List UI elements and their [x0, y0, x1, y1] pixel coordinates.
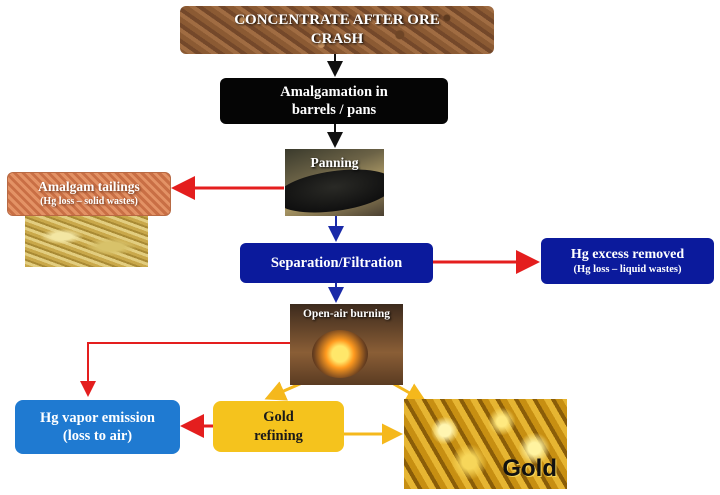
concentrate-line2: CRASH [310, 31, 364, 47]
vapor-line2: (loss to air) [62, 428, 133, 444]
arrow-burning-to-vapor [80, 342, 290, 397]
vapor-box: Hg vapor emission (loss to air) [15, 400, 180, 454]
refining-line2: refining [254, 427, 303, 444]
refining-box: Gold refining [213, 401, 344, 452]
tailings-box: Amalgam tailings (Hg loss – solid wastes… [7, 172, 171, 216]
panning-label: Panning [310, 155, 359, 170]
excess-box: Hg excess removed (Hg loss – liquid wast… [541, 238, 714, 284]
vapor-line1: Hg vapor emission [40, 409, 155, 426]
separation-label: Separation/Filtration [270, 254, 403, 271]
amalgamation-line2: barrels / pans [291, 102, 377, 118]
concentrate-line1: CONCENTRATE AFTER ORE [234, 12, 440, 29]
amalgamation-line1: Amalgamation in [280, 83, 388, 100]
separation-box: Separation/Filtration [240, 243, 433, 283]
tailings-subtitle: (Hg loss – solid wastes) [40, 196, 138, 208]
gold-label: Gold [502, 455, 557, 482]
tailings-photo [25, 216, 148, 267]
arrow-burning-to-refining [264, 381, 303, 401]
tailings-title: Amalgam tailings [38, 179, 140, 195]
excess-subtitle: (Hg loss – liquid wastes) [573, 264, 682, 276]
amalgamation-box: Amalgamation in barrels / pans [220, 78, 448, 124]
refining-line1: Gold [263, 409, 294, 426]
concentrate-box: CONCENTRATE AFTER ORE CRASH [180, 6, 494, 54]
burning-label: Open-air burning [302, 308, 391, 320]
gold-photo: Gold [404, 399, 567, 489]
crucible-shape [312, 330, 368, 378]
arrow-burning-to-gold [391, 381, 428, 403]
burning-photo: Open-air burning [290, 304, 403, 385]
panning-photo: Panning [285, 149, 384, 216]
excess-title: Hg excess removed [570, 246, 685, 262]
